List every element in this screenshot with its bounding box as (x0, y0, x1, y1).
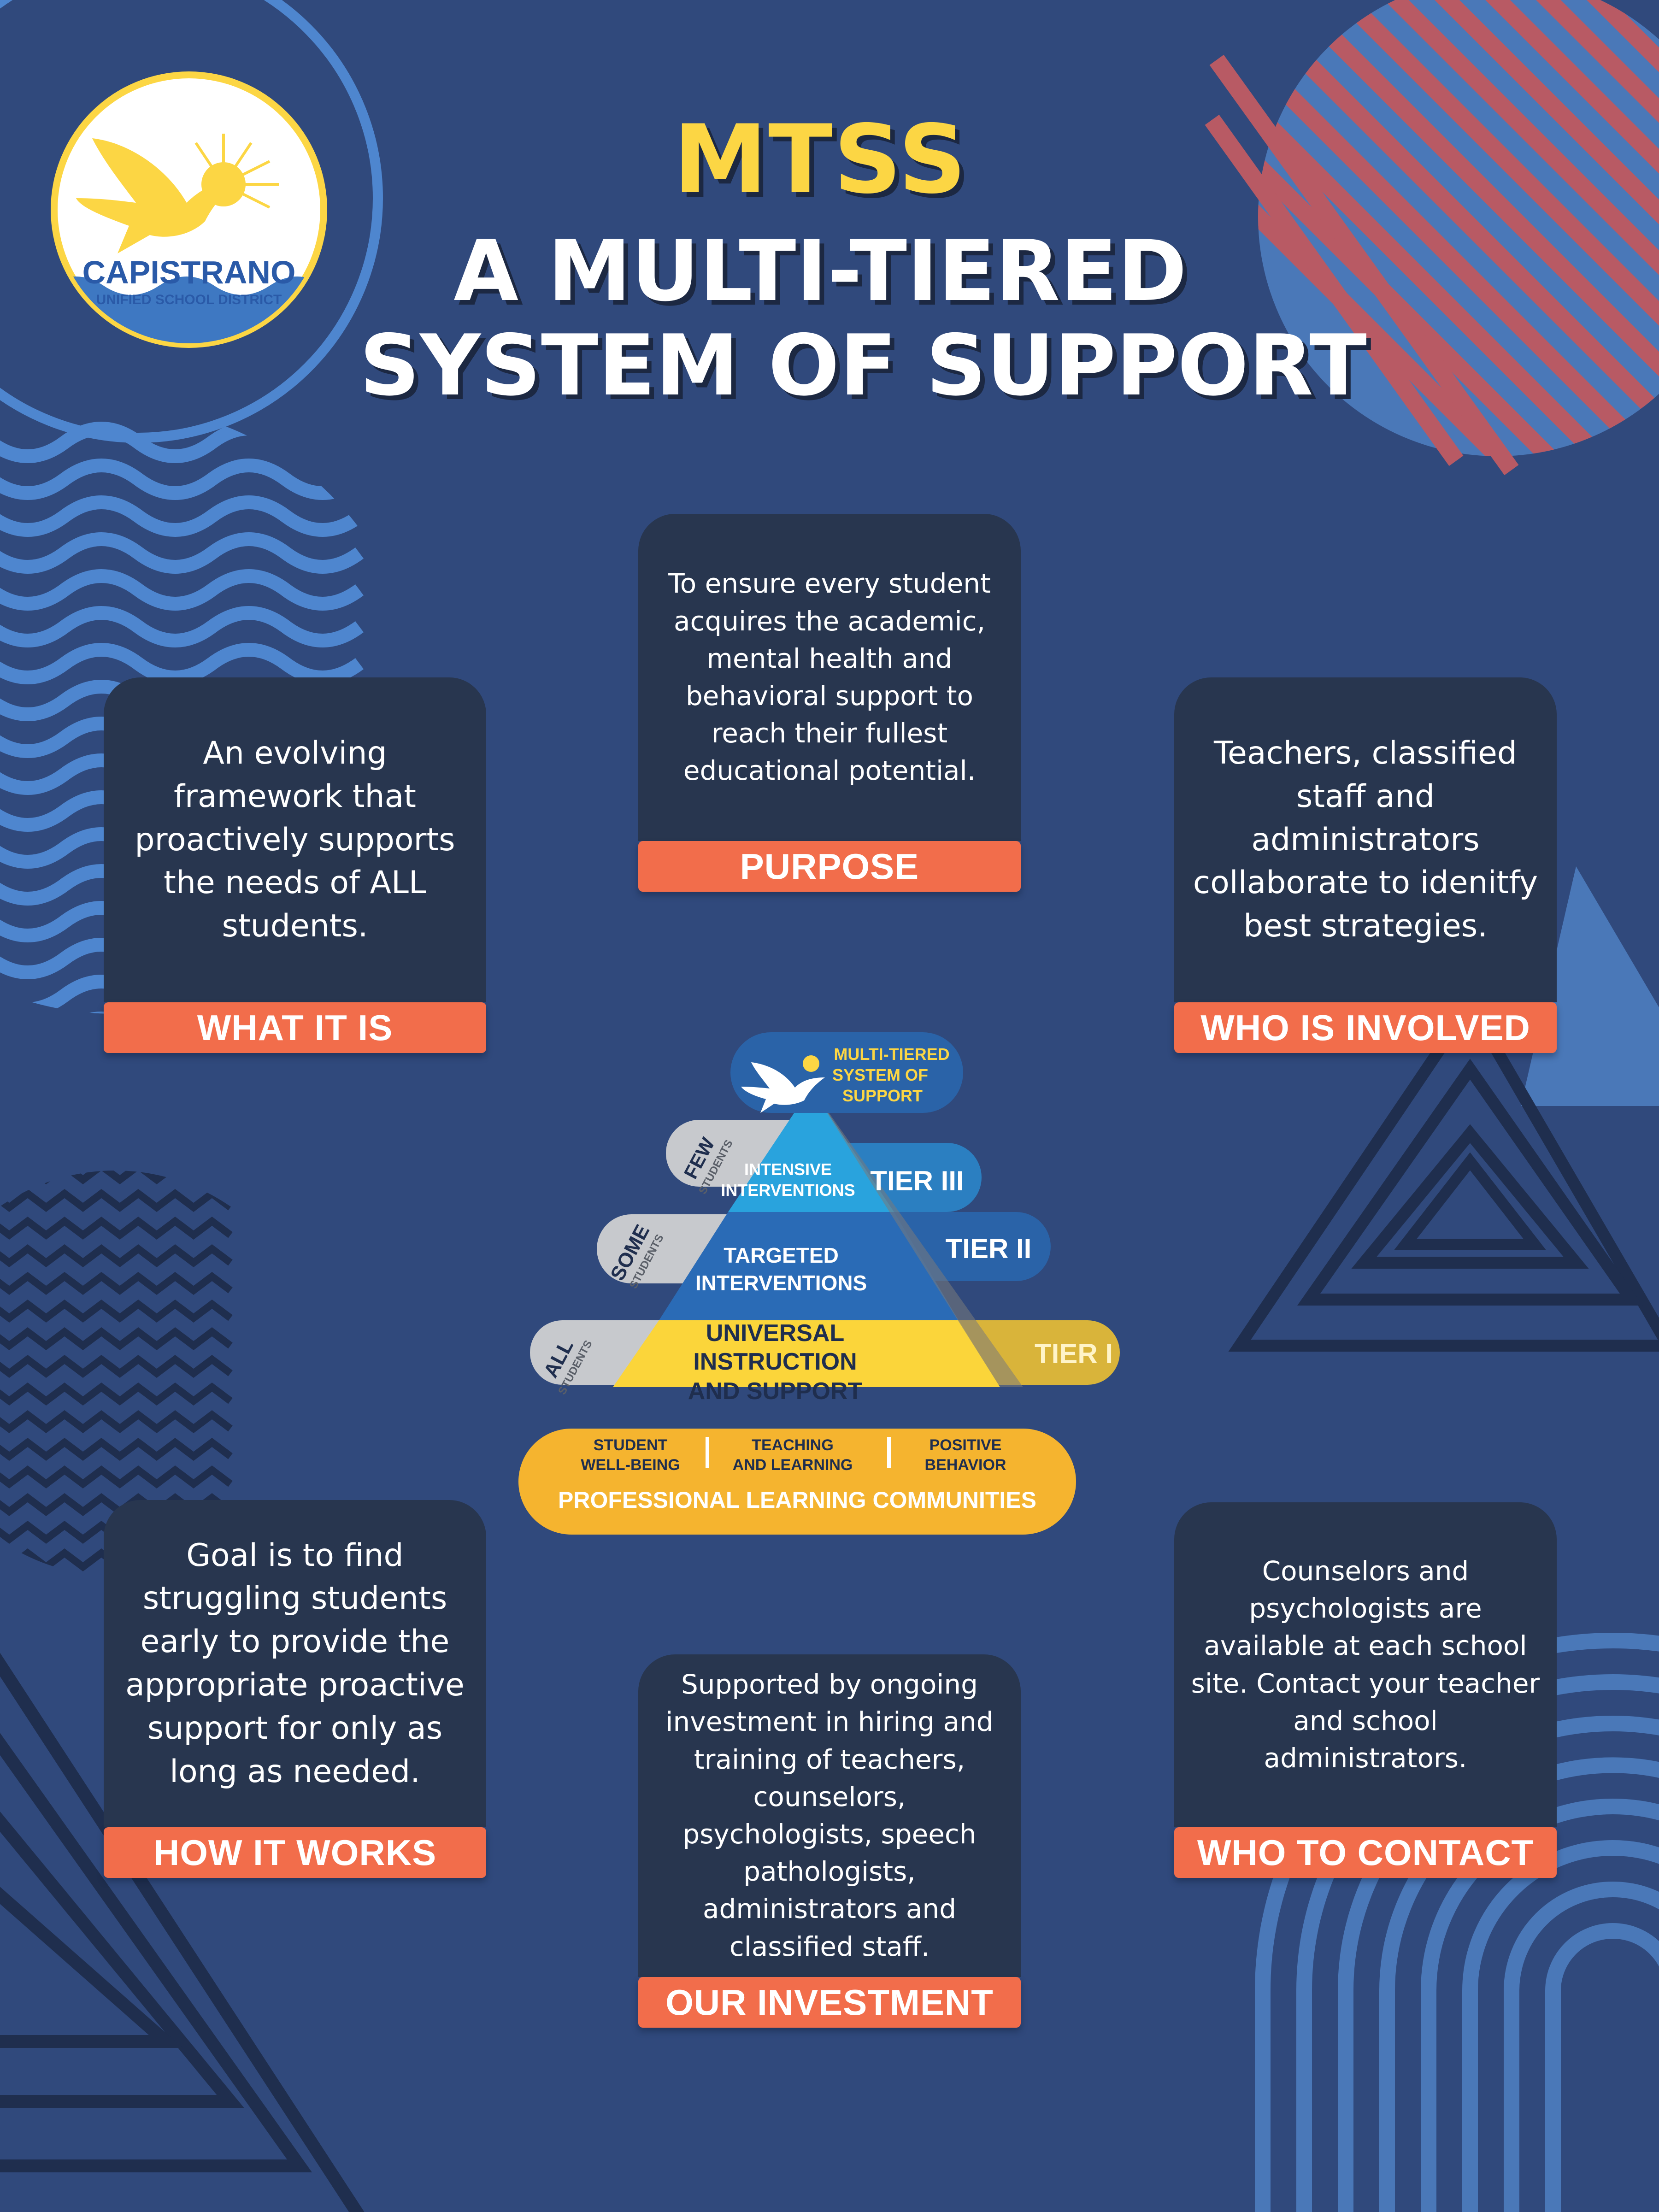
card-how-it-works-label: HOW IT WORKS (104, 1827, 486, 1878)
mtss-pyramid: MULTI-TIERED SYSTEM OF SUPPORT TIER III … (518, 1032, 1120, 1535)
pillar-divider (706, 1437, 709, 1468)
foundation-pill (518, 1429, 1076, 1535)
svg-text:BEHAVIOR: BEHAVIOR (925, 1456, 1006, 1474)
svg-text:INSTRUCTION: INSTRUCTION (693, 1348, 857, 1375)
card-what-it-is-text: An evolving framework that proactively s… (135, 735, 455, 945)
tier2-body: TARGETED INTERVENTIONS (695, 1243, 867, 1295)
district-logo: CAPISTRANO UNIFIED SCHOOL DISTRICT (51, 71, 327, 348)
svg-text:UNIVERSAL: UNIVERSAL (706, 1320, 844, 1347)
tier3-label: TIER III (870, 1165, 964, 1196)
page-title: MTSS A MULTI-TIERED SYSTEM OF SUPPORT (359, 105, 1367, 414)
top-label: MULTI-TIERED SYSTEM OF SUPPORT (832, 1045, 950, 1105)
foundation-pillars: STUDENT WELL-BEING TEACHING AND LEARNING… (581, 1436, 1006, 1474)
card-purpose-body: To ensure every student acquires the aca… (638, 514, 1021, 841)
svg-text:SYSTEM OF: SYSTEM OF (832, 1065, 928, 1084)
card-who-to-contact-label: WHO TO CONTACT (1174, 1827, 1557, 1878)
title-acronym: MTSS (673, 105, 967, 215)
card-how-it-works-body: Goal is to find struggling students earl… (104, 1500, 486, 1827)
foundation-label: PROFESSIONAL LEARNING COMMUNITIES (558, 1487, 1036, 1513)
sun-icon (803, 1055, 819, 1072)
tier3-band (728, 1088, 894, 1212)
card-who-to-contact-text: Counselors and psychologists are availab… (1191, 1555, 1540, 1774)
swallow-icon (76, 138, 242, 253)
tier1-body: UNIVERSAL INSTRUCTION AND SUPPORT (688, 1320, 863, 1405)
card-who-is-involved-text: Teachers, classified staff and administr… (1193, 735, 1538, 945)
logo-name: CAPISTRANO (82, 254, 296, 290)
card-our-investment: Supported by ongoing investment in hirin… (638, 1654, 1021, 2028)
svg-text:AND LEARNING: AND LEARNING (733, 1456, 853, 1474)
svg-text:SUPPORT: SUPPORT (842, 1086, 923, 1105)
svg-text:AND SUPPORT: AND SUPPORT (688, 1378, 863, 1405)
card-how-it-works-text: Goal is to find struggling students earl… (125, 1537, 465, 1790)
pillar-divider (887, 1437, 891, 1468)
card-who-is-involved-body: Teachers, classified staff and administr… (1174, 677, 1557, 1002)
card-who-to-contact-body: Counselors and psychologists are availab… (1174, 1502, 1557, 1827)
svg-text:INTERVENTIONS: INTERVENTIONS (695, 1271, 867, 1295)
tier1-label: TIER I (1035, 1338, 1113, 1369)
logo-subtitle: UNIFIED SCHOOL DISTRICT (96, 292, 282, 307)
tier2-band (659, 1212, 959, 1320)
card-who-to-contact: Counselors and psychologists are availab… (1174, 1502, 1557, 1878)
title-line-1: A MULTI-TIERED (453, 222, 1187, 320)
card-how-it-works: Goal is to find struggling students earl… (104, 1500, 486, 1878)
svg-text:INTERVENTIONS: INTERVENTIONS (721, 1181, 855, 1200)
svg-text:POSITIVE: POSITIVE (930, 1436, 1002, 1454)
card-what-it-is: An evolving framework that proactively s… (104, 677, 486, 1053)
svg-text:TARGETED: TARGETED (724, 1243, 839, 1267)
card-our-investment-body: Supported by ongoing investment in hirin… (638, 1654, 1021, 1977)
svg-text:INTENSIVE: INTENSIVE (744, 1160, 832, 1179)
svg-text:STUDENT: STUDENT (594, 1436, 668, 1454)
card-purpose: To ensure every student acquires the aca… (638, 514, 1021, 892)
svg-text:MULTI-TIERED: MULTI-TIERED (834, 1045, 949, 1064)
card-what-it-is-label: WHAT IT IS (104, 1002, 486, 1053)
tier3-body: INTENSIVE INTERVENTIONS (721, 1160, 855, 1200)
svg-text:WELL-BEING: WELL-BEING (581, 1456, 680, 1474)
title-line-2: SYSTEM OF SUPPORT (359, 316, 1367, 414)
card-what-it-is-body: An evolving framework that proactively s… (104, 677, 486, 1002)
card-our-investment-label: OUR INVESTMENT (638, 1977, 1021, 2028)
card-our-investment-text: Supported by ongoing investment in hirin… (665, 1669, 994, 1962)
tier1-band (613, 1320, 1000, 1387)
swallow-icon (741, 1062, 825, 1113)
pyramid-shadow (811, 1088, 1023, 1387)
svg-text:TEACHING: TEACHING (752, 1436, 834, 1454)
tier2-label: TIER II (946, 1233, 1032, 1264)
card-purpose-text: To ensure every student acquires the aca… (668, 568, 991, 787)
card-who-is-involved-label: WHO IS INVOLVED (1174, 1002, 1557, 1053)
card-purpose-label: PURPOSE (638, 841, 1021, 892)
card-who-is-involved: Teachers, classified staff and administr… (1174, 677, 1557, 1053)
